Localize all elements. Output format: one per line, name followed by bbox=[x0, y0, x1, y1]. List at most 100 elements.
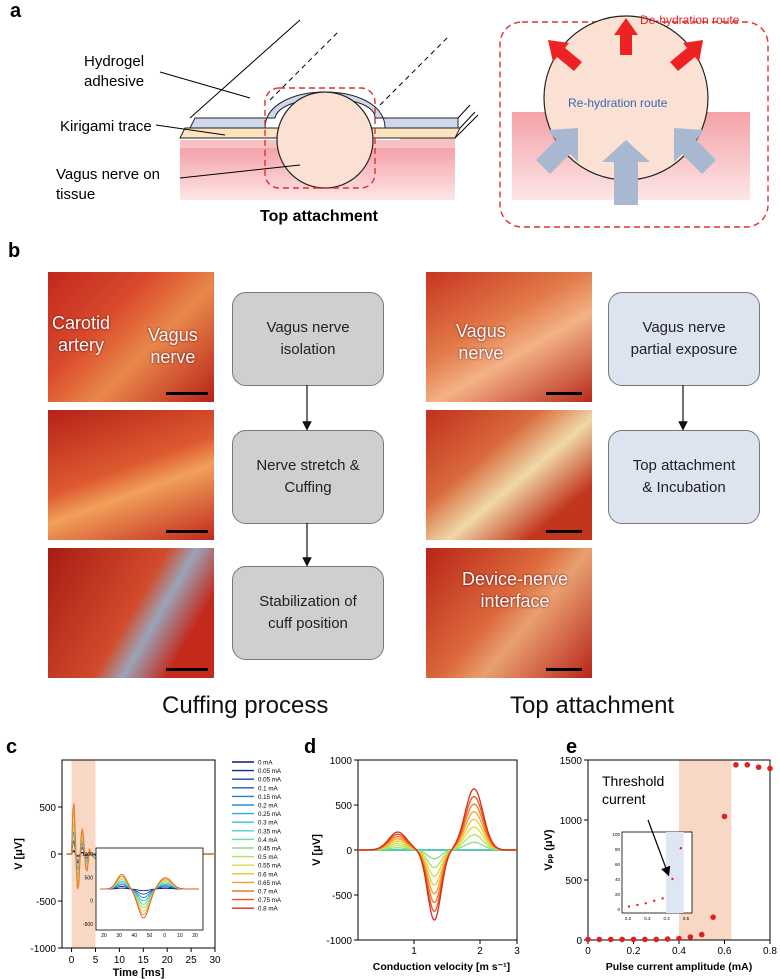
cv-trace bbox=[358, 795, 517, 912]
x-tick-label: 10 bbox=[114, 955, 126, 966]
legend-label: 0.15 mA bbox=[258, 794, 282, 801]
cv-trace bbox=[358, 841, 517, 860]
data-point bbox=[687, 934, 694, 940]
y-tick-label: -500 bbox=[332, 891, 352, 902]
inset-trace bbox=[100, 874, 199, 919]
x-tick-label: 0 bbox=[69, 955, 75, 966]
y-tick-label: 500 bbox=[39, 803, 56, 814]
x-tick-label: 0 bbox=[585, 946, 591, 957]
vagus-label-right: Vagus nerve bbox=[456, 321, 506, 363]
label-vagus: Vagus nerve on tissue bbox=[56, 166, 160, 203]
inset-y-tick-label: 0 bbox=[90, 899, 93, 905]
vagus-nerve-circle bbox=[276, 91, 374, 189]
step-stabilization: Stabilization of cuff position bbox=[232, 566, 384, 660]
step-partial-exposure: Vagus nerve partial exposure bbox=[608, 292, 760, 386]
inset-y-tick-label: 500 bbox=[85, 875, 94, 881]
inset-y-tick-label: 20 bbox=[615, 892, 621, 897]
panel-c-letter: c bbox=[6, 736, 18, 758]
dehydration-arrows bbox=[548, 18, 703, 71]
caption-cuffing: Cuffing process bbox=[162, 692, 329, 719]
legend-label: 0.1 mA bbox=[258, 785, 278, 792]
step-stretch-cuffing: Nerve stretch & Cuffing bbox=[232, 430, 384, 524]
inset-x-tick-label: 30 bbox=[116, 933, 122, 939]
y-tick-label: 500 bbox=[335, 801, 352, 812]
y-tick-label: 1000 bbox=[560, 816, 583, 827]
legend-label: 0.5 mA bbox=[258, 854, 278, 861]
data-point bbox=[585, 936, 591, 943]
stim-artifact-band bbox=[71, 760, 96, 948]
x-tick-label: 25 bbox=[186, 955, 198, 966]
data-point bbox=[721, 813, 728, 820]
cv-trace bbox=[358, 834, 517, 869]
x-tick-label: 15 bbox=[138, 955, 150, 966]
legend-label: 0.75 mA bbox=[258, 897, 282, 904]
x-tick-label: 0.2 bbox=[627, 946, 641, 957]
threshold-annotation: current bbox=[602, 791, 646, 807]
data-point bbox=[607, 936, 614, 943]
data-point bbox=[733, 762, 739, 768]
panel-e-letter: e bbox=[566, 736, 578, 758]
data-point bbox=[630, 936, 637, 943]
inset-x-tick-label: 0 bbox=[163, 933, 166, 939]
data-point bbox=[619, 936, 625, 943]
step-attach-incubate: Top attachment & Incubation bbox=[608, 430, 760, 524]
panel-a-title: Top attachment bbox=[260, 208, 378, 225]
legend-label: 0.7 mA bbox=[258, 889, 278, 896]
cv-trace bbox=[358, 788, 517, 921]
x-tick-label: 0.8 bbox=[763, 946, 777, 957]
data-point bbox=[676, 935, 682, 942]
step-vagus-isolation: Vagus nerve isolation bbox=[232, 292, 384, 386]
y-tick-label: 0 bbox=[576, 936, 582, 947]
rehydration-arrows bbox=[536, 128, 716, 205]
photo-nerve-cuffing bbox=[48, 410, 214, 540]
inset-y-tick-label: 60 bbox=[615, 862, 621, 867]
inset-y-tick-label: 1000 bbox=[82, 852, 93, 858]
inset-x-tick-label: 0.3 bbox=[644, 916, 651, 921]
legend-label: 0.45 mA bbox=[258, 846, 282, 853]
y-tick-label: 1500 bbox=[560, 756, 583, 767]
panel-d-letter: d bbox=[304, 736, 317, 758]
threshold-annotation: Threshold bbox=[602, 773, 664, 789]
x-tick-label: 3 bbox=[514, 946, 520, 957]
panel-a-diagram bbox=[155, 15, 769, 228]
inset-y-tick-label: 80 bbox=[615, 847, 621, 852]
inset-point bbox=[671, 877, 674, 881]
legend-label: 0.6 mA bbox=[258, 871, 278, 878]
y-tick-label: -1000 bbox=[326, 936, 352, 947]
caption-top-attachment: Top attachment bbox=[510, 692, 675, 719]
photo-top-attachment bbox=[426, 410, 592, 540]
x-axis-label: Pulse current amplitude (mA) bbox=[606, 961, 752, 973]
photo-vagus-isolation: Carotid artery Vagus nerve bbox=[48, 272, 214, 402]
cv-trace bbox=[358, 818, 517, 886]
inset-y-tick-label: -500 bbox=[83, 922, 93, 928]
x-tick-label: 5 bbox=[93, 955, 99, 966]
inset-point bbox=[627, 905, 631, 908]
legend-label: 0.35 mA bbox=[258, 828, 282, 835]
label-hydrogel: Hydrogel adhesive bbox=[84, 53, 145, 90]
inset-point bbox=[653, 899, 656, 903]
photo-device-interface: Device-nerve interface bbox=[426, 548, 592, 678]
y-axis-label: V [μV] bbox=[311, 834, 323, 866]
x-tick-label: 20 bbox=[162, 955, 174, 966]
y-tick-label: 1000 bbox=[330, 756, 353, 767]
legend-label: 0.25 mA bbox=[258, 811, 282, 818]
data-point bbox=[710, 914, 716, 920]
x-axis-label: Conduction velocity [m s⁻¹] bbox=[373, 961, 510, 973]
rehydration-label: Re-hydration route bbox=[568, 96, 668, 110]
legend-label: 0.3 mA bbox=[258, 820, 278, 827]
inset-point bbox=[679, 847, 682, 850]
y-tick-label: 500 bbox=[565, 876, 582, 887]
inset-x-tick-label: 20 bbox=[192, 933, 198, 939]
inset-y-tick-label: 40 bbox=[615, 877, 621, 882]
data-point bbox=[755, 764, 762, 770]
highlight-box bbox=[264, 87, 376, 189]
legend-label: 0.4 mA bbox=[258, 837, 278, 844]
data-point bbox=[642, 936, 648, 943]
legend-label: 0.8 mA bbox=[258, 906, 278, 913]
y-axis-label: Vₚₚ (μV) bbox=[543, 829, 555, 871]
panel-b-letter: b bbox=[8, 240, 21, 262]
y-tick-label: 0 bbox=[346, 846, 352, 857]
